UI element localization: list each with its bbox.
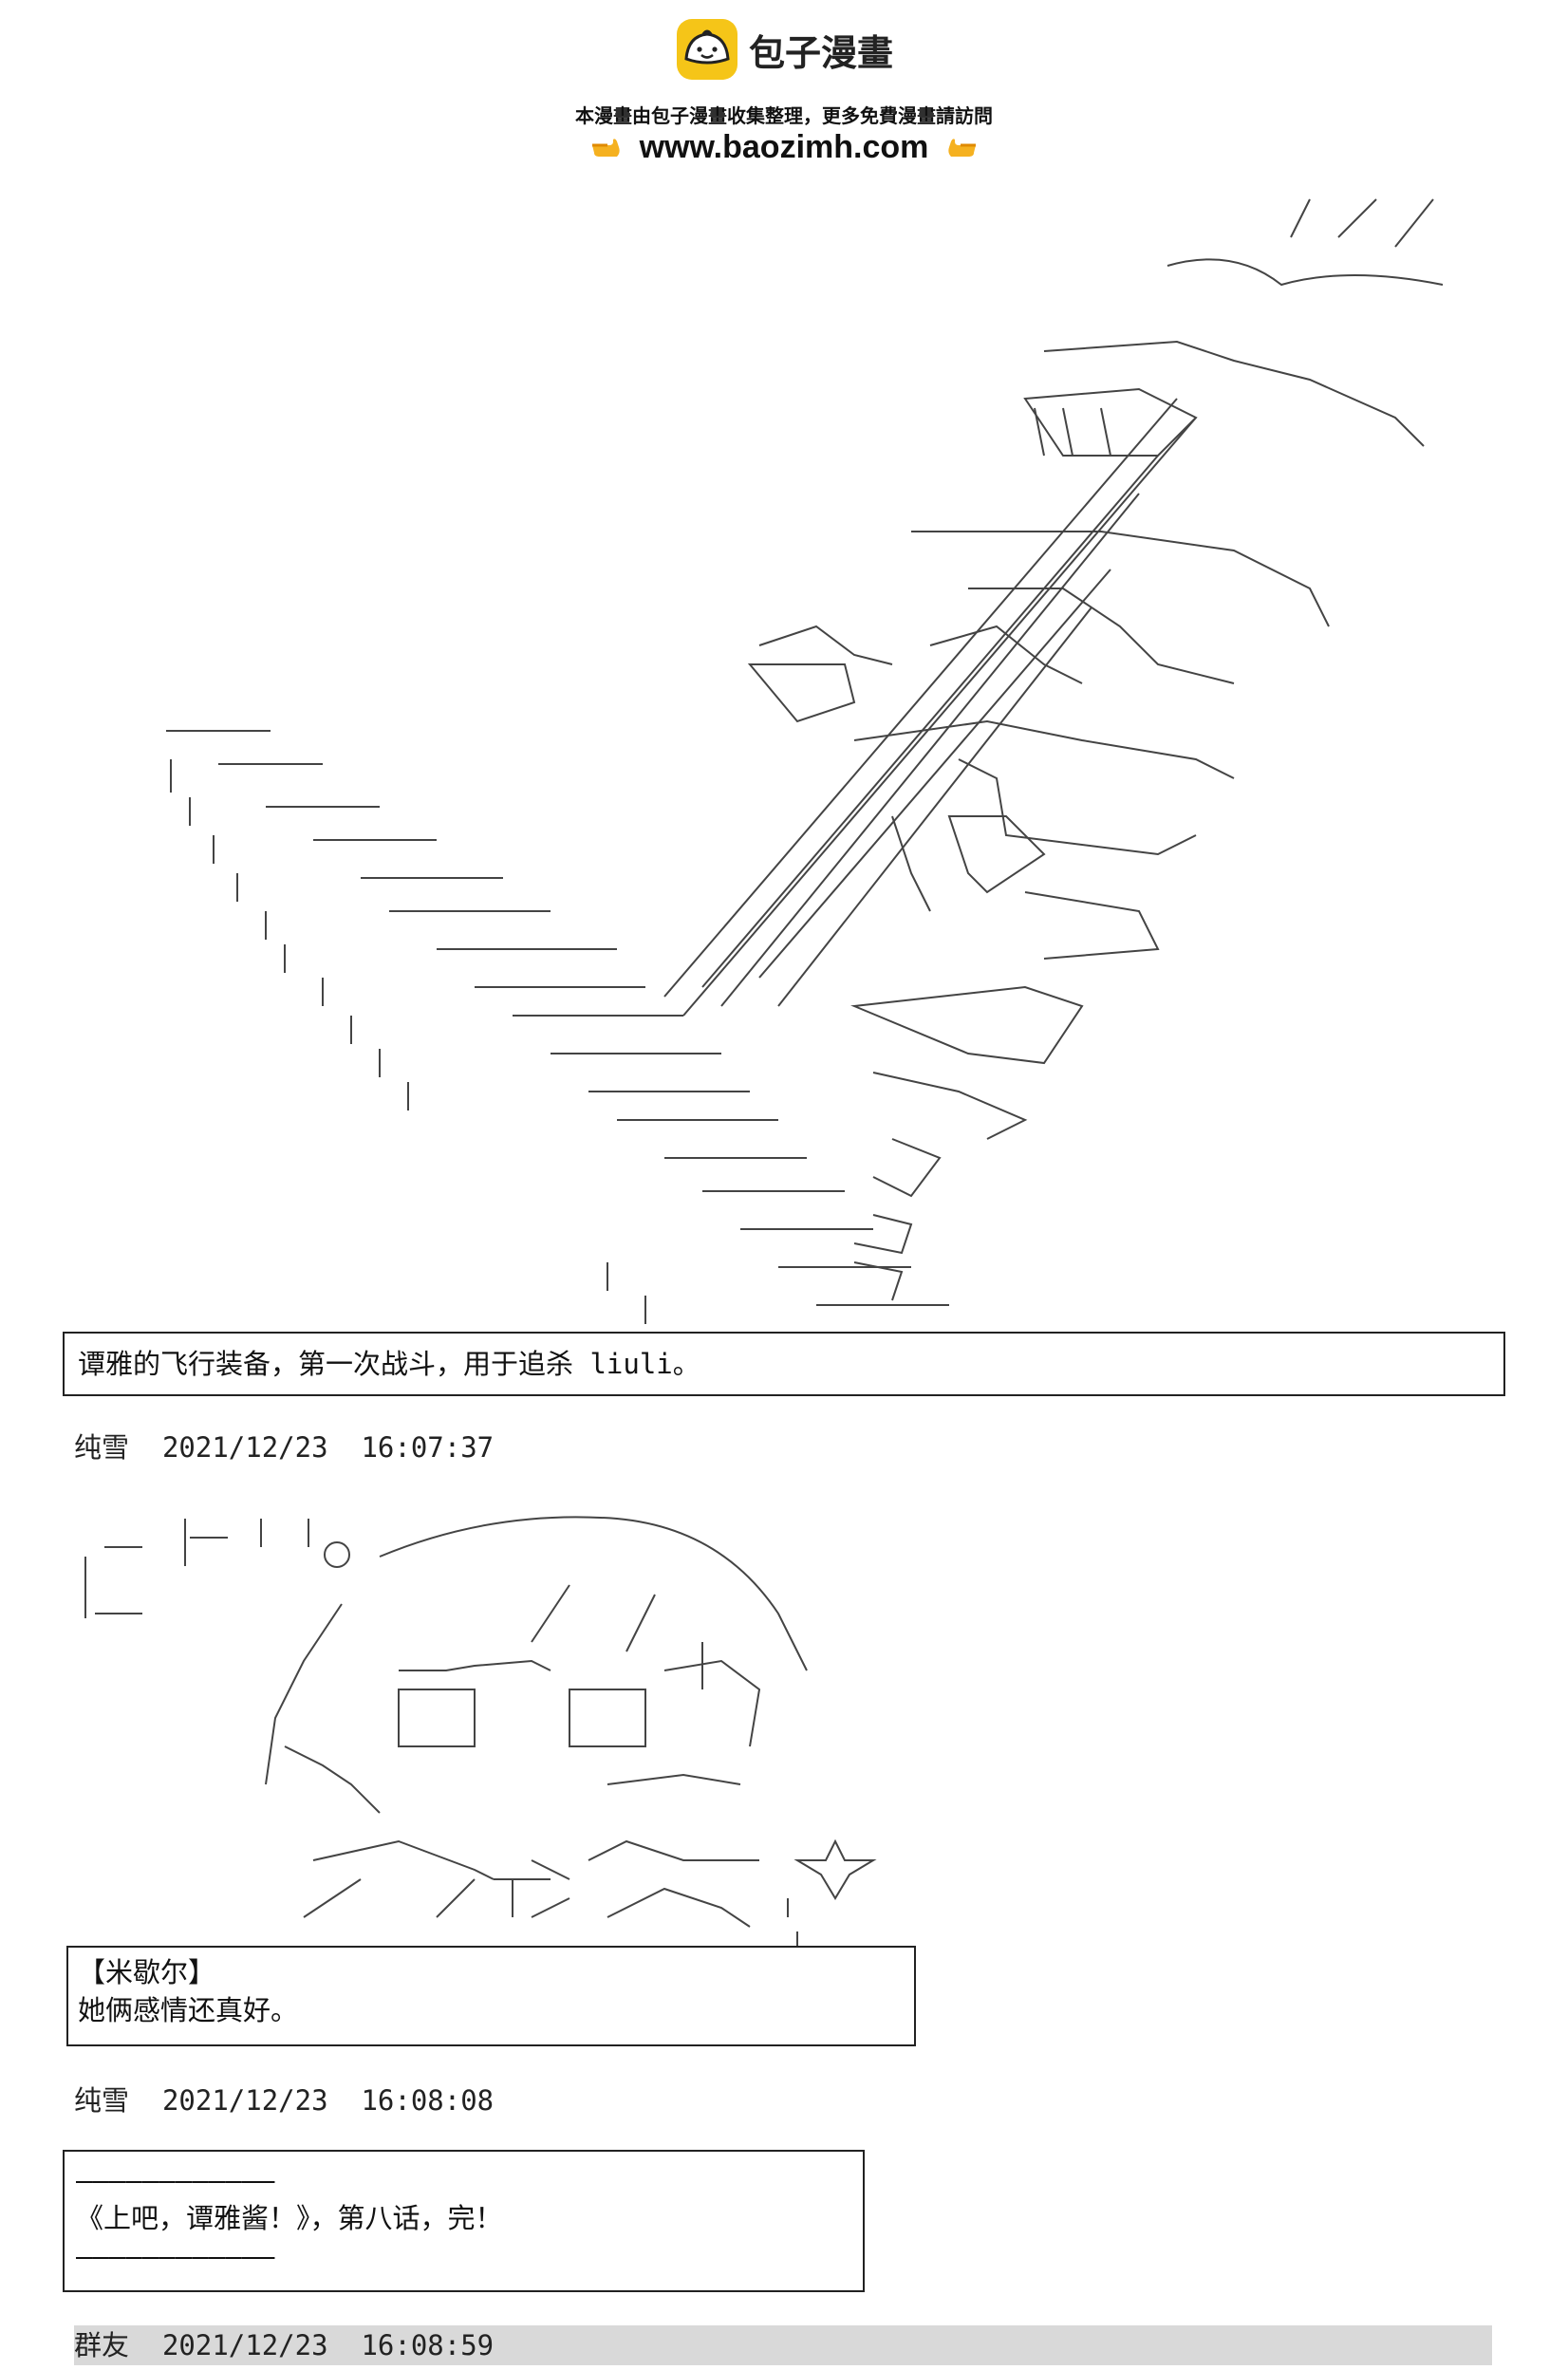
caption-line: 谭雅的飞行装备，第一次战斗，用于追杀 liuli。 [78,1348,700,1380]
caption-box: 谭雅的飞行装备，第一次战斗，用于追杀 liuli。 [63,1332,1505,1396]
caption-divider: ———————————— [76,2164,275,2196]
ascii-art-flying-character [166,198,1444,1324]
site-header: 包子漫畫 本漫畫由包子漫畫收集整理，更多免費漫畫請訪問 www.baozimh.… [0,0,1568,180]
pointing-hand-icon [591,138,620,157]
site-tagline: 本漫畫由包子漫畫收集整理，更多免費漫畫請訪問 [575,104,993,127]
caption-box: ———————————— 《上吧，谭雅酱！》，第八话，完！ ——————————… [63,2150,865,2292]
author-name: 纯雪 [74,1431,130,1464]
site-name: 包子漫畫 [748,31,893,74]
post-time: 16:07:37 [361,1431,495,1464]
post-date: 2021/12/23 [161,2329,328,2361]
author-name: 纯雪 [74,2084,130,2117]
post-meta: 群友 2021/12/23 16:08:59 [74,2325,1492,2365]
post-time: 16:08:08 [361,2084,495,2117]
bun-face-icon [676,19,737,80]
post-date: 2021/12/23 [161,2084,328,2117]
caption-line: 《上吧，谭雅酱！》，第八话，完！ [76,2202,503,2234]
pointing-hand-icon [948,138,977,157]
url-row[interactable]: www.baozimh.com [0,129,1568,166]
caption-speaker: 【米歇尔】 [78,1956,216,1988]
caption-line: 她俩感情还真好。 [78,1994,299,2026]
caption-divider: ———————————— [76,2240,275,2272]
post-time: 16:08:59 [361,2329,495,2361]
caption-box: 【米歇尔】 她俩感情还真好。 [66,1946,916,2046]
post-meta: 纯雪 2021/12/23 16:08:08 [74,2079,494,2118]
logo-row[interactable]: 包子漫畫 [0,17,1568,82]
author-name: 群友 [74,2329,130,2361]
site-url[interactable]: www.baozimh.com [639,129,929,165]
post-meta: 纯雪 2021/12/23 16:07:37 [74,1426,494,1465]
post-date: 2021/12/23 [161,1431,328,1464]
ascii-art-face-closeup [84,1516,877,1946]
